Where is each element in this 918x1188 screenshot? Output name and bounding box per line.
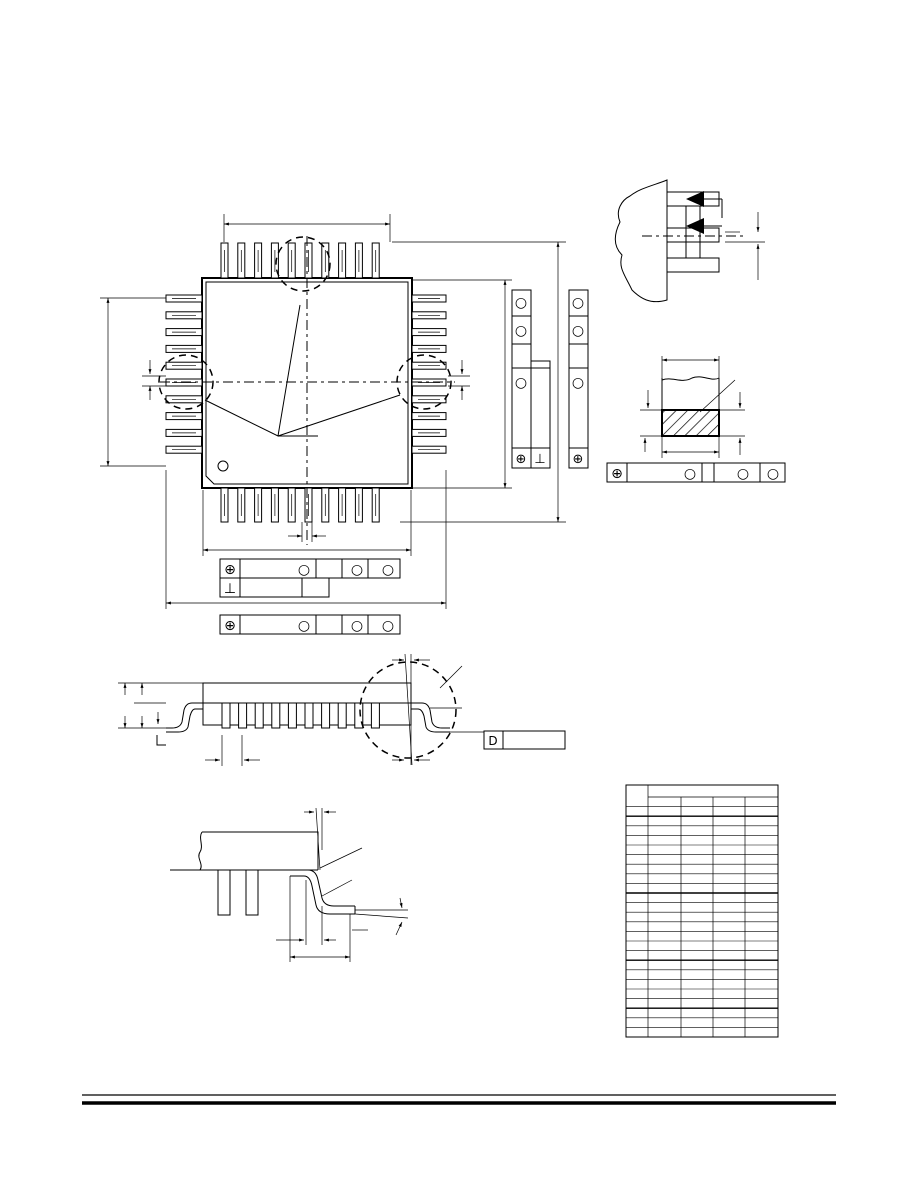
circle-symbol-icon: ○ xyxy=(351,562,363,578)
package-body-inner xyxy=(205,281,409,485)
position-symbol-icon: ⊕ xyxy=(573,452,584,467)
circle-symbol-icon: ○ xyxy=(515,323,527,339)
detail-datum-view xyxy=(614,179,765,303)
pin xyxy=(221,702,231,729)
position-symbol-icon: ⊕ xyxy=(516,452,527,467)
circle-symbol-icon: ○ xyxy=(572,323,584,339)
fcf-vertical-2: ○ ○ ○ ⊕ xyxy=(568,289,589,469)
detail-circle-right xyxy=(396,354,452,410)
dim-arrow-icon xyxy=(686,218,704,234)
position-symbol-icon: ⊕ xyxy=(224,618,236,634)
circle-symbol-icon: ○ xyxy=(382,562,394,578)
break-outline xyxy=(614,179,668,303)
circle-symbol-icon: ○ xyxy=(572,295,584,311)
fcf-bottom-2: ⊕ ○ ○ ○ xyxy=(219,614,401,635)
side-pins xyxy=(221,702,380,729)
circle-symbol-icon: ○ xyxy=(737,466,749,482)
pin xyxy=(321,702,331,729)
pin xyxy=(254,702,264,729)
pin xyxy=(304,702,314,729)
circle-symbol-icon: ○ xyxy=(684,466,696,482)
pins-top xyxy=(220,242,380,279)
side-view: D xyxy=(118,653,566,766)
detail-circle-top xyxy=(275,236,331,292)
perpendicular-symbol-icon: ⊥ xyxy=(224,581,236,597)
pin xyxy=(271,702,281,729)
section-leader xyxy=(204,304,301,437)
circle-symbol-icon: ○ xyxy=(515,295,527,311)
section-leader-2 xyxy=(277,394,401,437)
circle-symbol-icon: ○ xyxy=(351,618,363,634)
pins-left xyxy=(165,294,203,454)
lead-detail xyxy=(170,807,409,962)
circle-symbol-icon: ○ xyxy=(298,562,310,578)
circle-symbol-icon: ○ xyxy=(572,375,584,391)
detail-circle-left xyxy=(158,354,214,410)
circle-symbol-icon: ○ xyxy=(382,618,394,634)
hatched-section xyxy=(661,409,720,437)
flatness-symbol-icon: D xyxy=(488,734,497,748)
pins-right xyxy=(411,294,447,454)
detail-circle-side xyxy=(359,661,457,759)
pin xyxy=(337,702,347,729)
circle-symbol-icon: ○ xyxy=(767,466,779,482)
top-view xyxy=(100,214,566,609)
pins-bottom xyxy=(220,487,380,523)
pin xyxy=(287,702,297,729)
position-symbol-icon: ⊕ xyxy=(611,466,623,482)
section-view: ⊕ ○ ○ ○ xyxy=(606,356,786,483)
pin xyxy=(238,702,248,729)
fcf-bottom-1: ⊕ ○ ○ ○ ⊥ xyxy=(219,558,401,598)
dim-arrow-icon xyxy=(686,191,704,207)
dimension-table xyxy=(625,784,779,1038)
perpendicular-symbol-icon: ⊥ xyxy=(534,452,545,467)
pin xyxy=(354,702,364,729)
circle-symbol-icon: ○ xyxy=(515,375,527,391)
fcf-vertical-1: ○ ○ ○ ⊕ ⊥ xyxy=(511,289,551,469)
circle-symbol-icon: ○ xyxy=(298,618,310,634)
position-symbol-icon: ⊕ xyxy=(224,562,236,578)
pin xyxy=(370,702,380,729)
pin1-marker xyxy=(217,460,229,472)
